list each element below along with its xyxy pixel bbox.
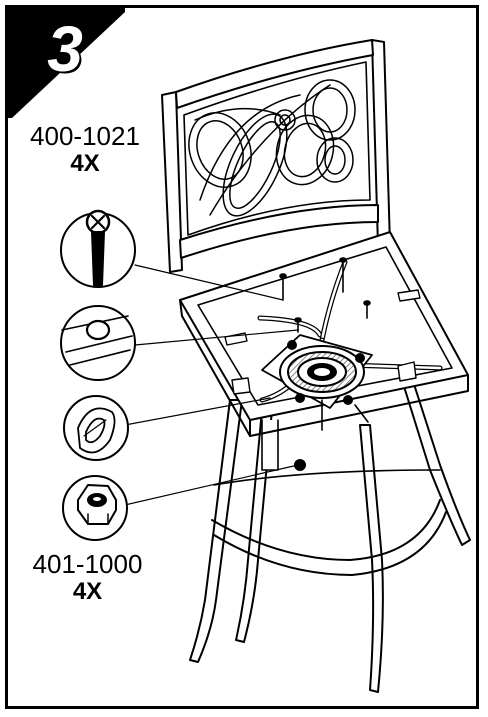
step-badge: 3 — [8, 8, 128, 118]
step-badge-background — [8, 8, 125, 118]
seat-frame — [179, 231, 469, 437]
installed-nut — [294, 459, 306, 471]
detail-nut — [62, 475, 128, 541]
detail-slot — [60, 305, 136, 381]
part-code: 400-1021 — [30, 121, 140, 151]
step-number: 3 — [46, 13, 85, 86]
swivel-plate — [261, 334, 373, 431]
backrest — [161, 39, 391, 273]
part-quantity: 4X — [70, 150, 100, 177]
detail-washer — [63, 395, 129, 461]
part-label-nut: 401-1000 4X — [10, 550, 165, 606]
part-code: 401-1000 — [32, 549, 143, 579]
page-border — [5, 5, 479, 709]
part-quantity: 4X — [72, 578, 103, 605]
leader-lines — [124, 264, 299, 506]
part-label-screw: 400-1021 4X — [10, 122, 160, 178]
detail-screw — [60, 209, 136, 288]
installed-screws — [279, 257, 371, 333]
legs — [189, 377, 471, 693]
